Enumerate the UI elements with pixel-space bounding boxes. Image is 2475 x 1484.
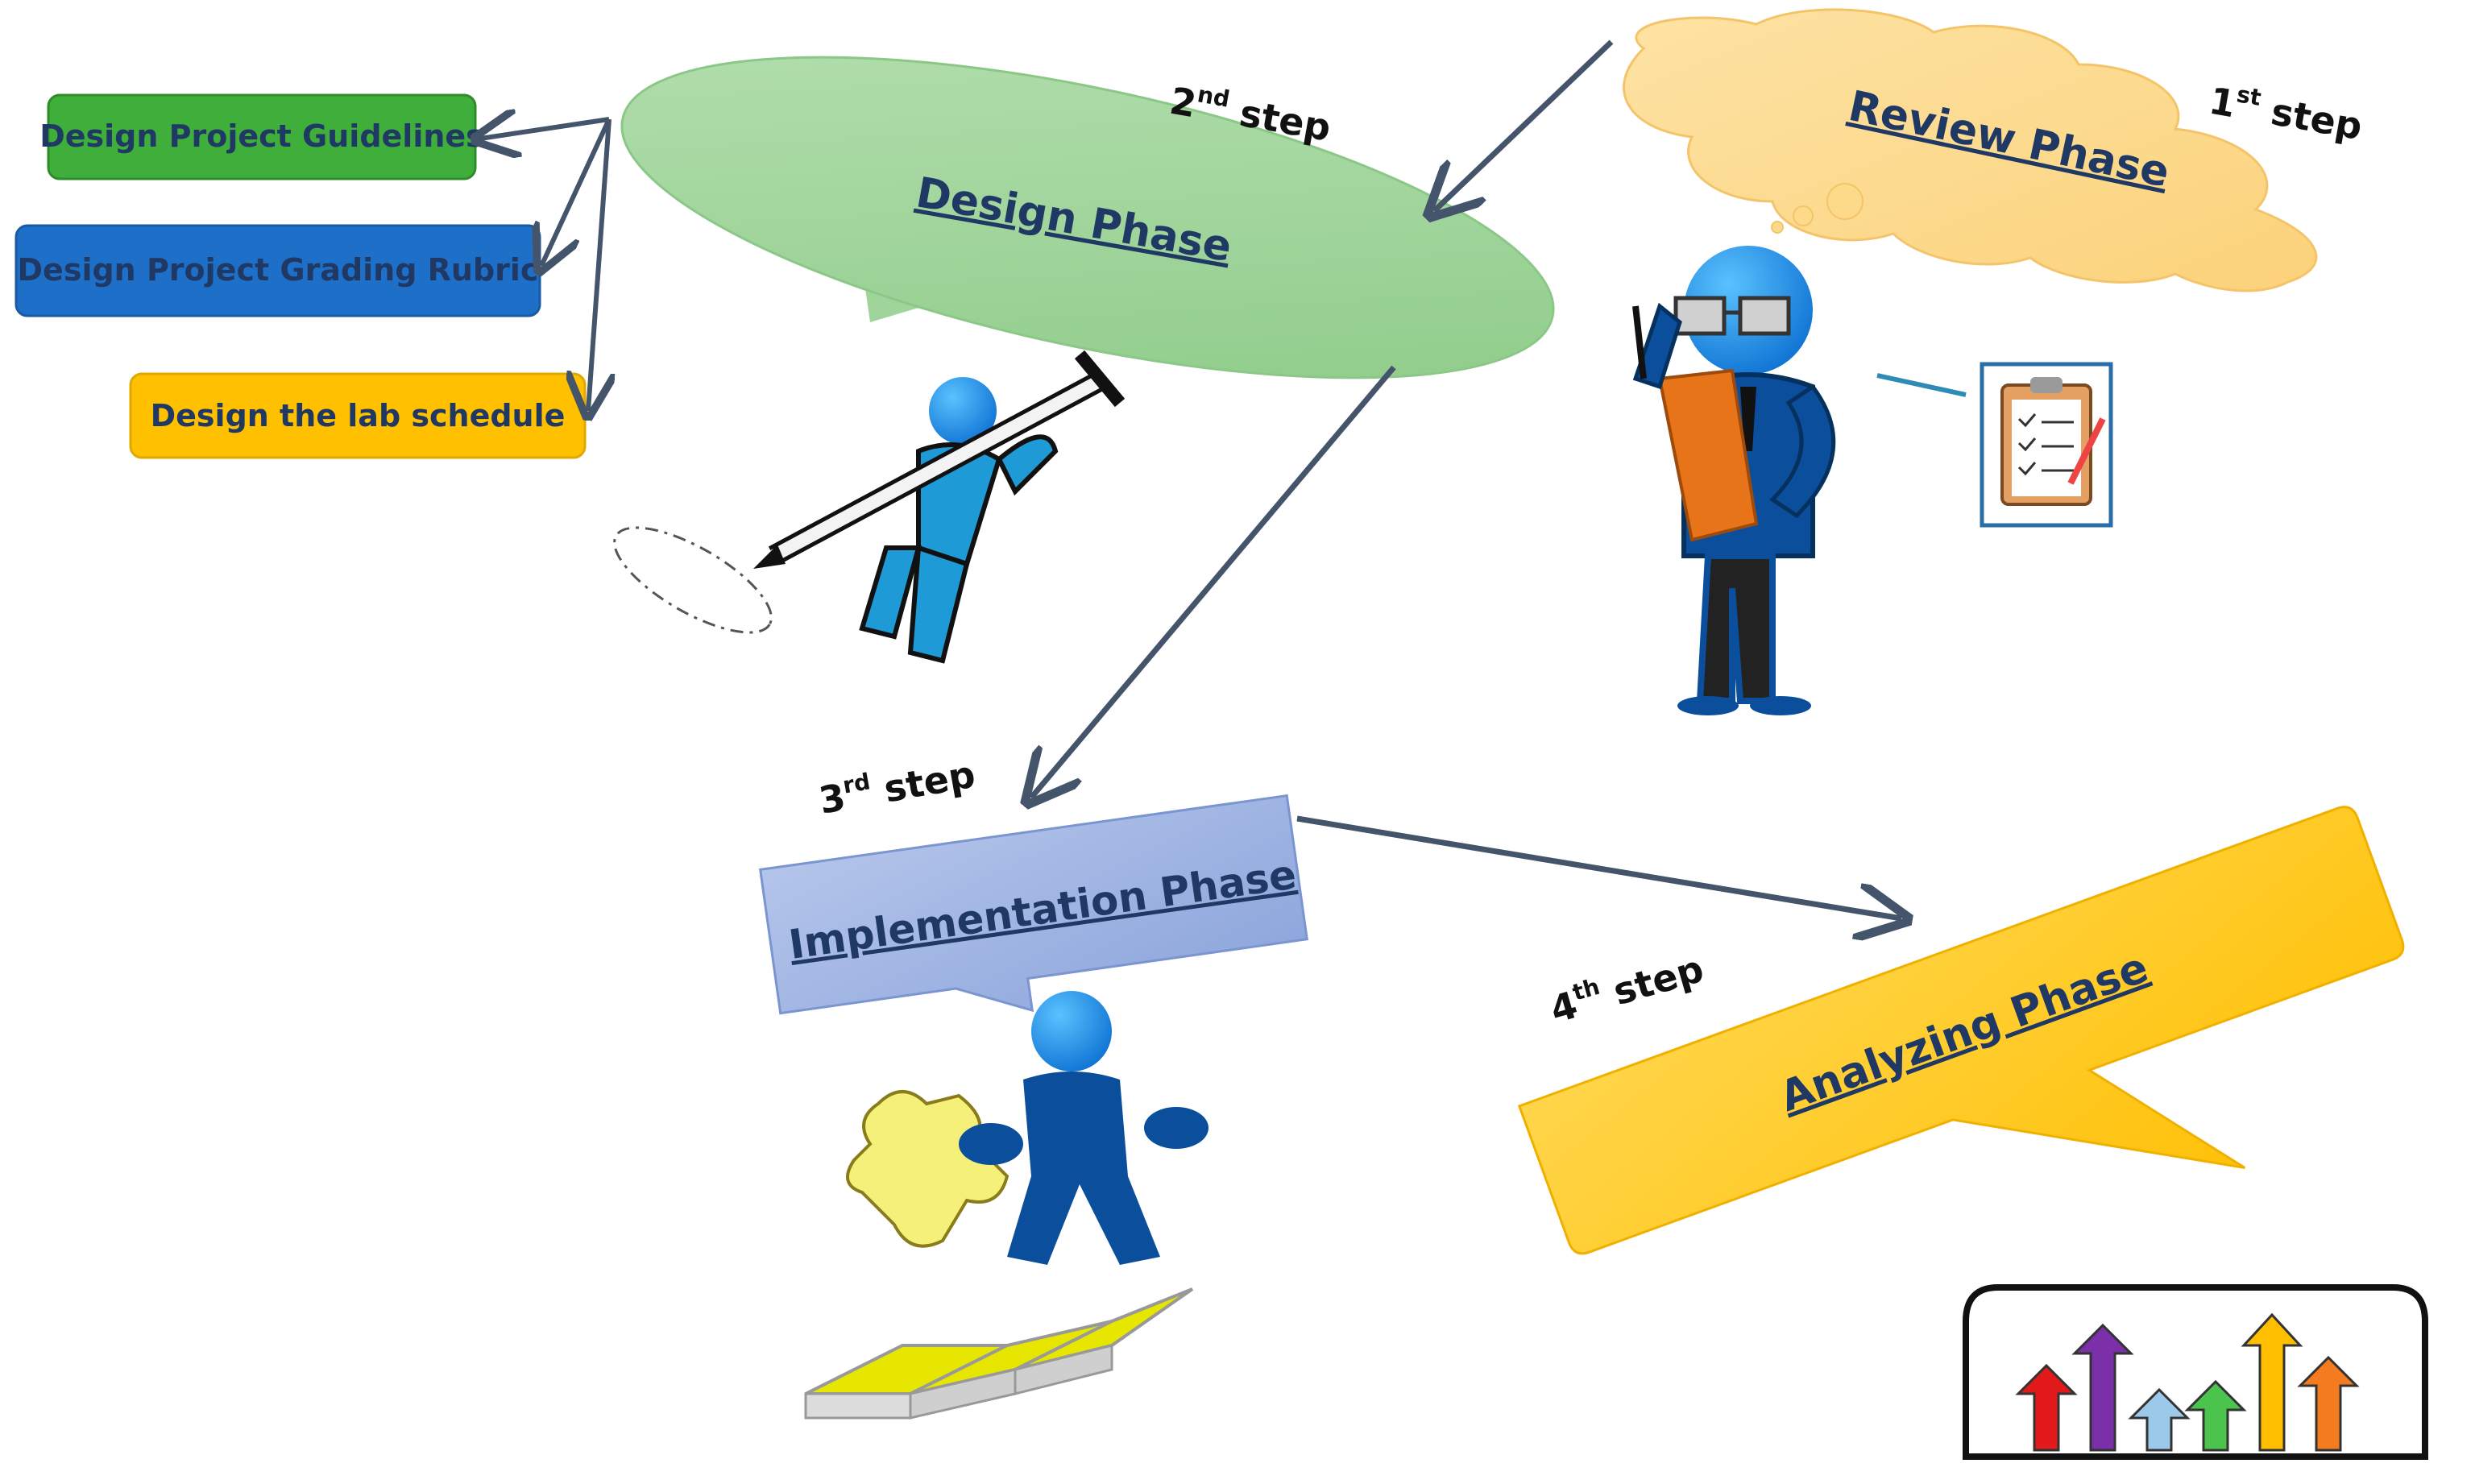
design-output-arrows [480, 119, 609, 411]
design-figure [613, 350, 1126, 664]
arrow-design-to-implementation [1031, 365, 1396, 798]
stepping-blocks [804, 1287, 1194, 1420]
review-step-label: 1st step [2206, 77, 2366, 148]
review-phase-cloud: Review Phase [1623, 8, 2318, 292]
pencil-icon [753, 350, 1126, 569]
implementation-figure [804, 991, 1208, 1420]
arrow-implementation-to-analyzing [1296, 815, 1901, 918]
dashed-ellipse-sketch [613, 526, 773, 634]
puzzle-piece-icon [846, 1090, 1009, 1248]
bar-arrows-icon [1963, 1284, 2428, 1460]
design-output-rubric: Design Project Grading Rubric [15, 224, 541, 317]
analyzing-step-label: 4th step [1544, 944, 1708, 1032]
design-output-guidelines-label: Design Project Guidelines [39, 118, 484, 154]
arrow-review-to-design [1434, 39, 1614, 211]
design-phase-bubble: Design Phase [620, 56, 1555, 379]
design-output-rubric-label: Design Project Grading Rubric [18, 252, 539, 288]
design-output-lab-schedule-label: Design the lab schedule [151, 398, 566, 433]
implementation-step-label: 3rd step [815, 750, 978, 823]
analyzing-phase-bubble: Analyzing Phase [1517, 806, 2405, 1255]
design-output-guidelines: Design Project Guidelines [39, 93, 484, 180]
clipboard-icon [1980, 362, 2113, 528]
implementation-phase-bubble: Implementation Phase [758, 794, 1308, 1015]
design-output-lab-schedule: Design the lab schedule [129, 372, 587, 459]
review-figure [1632, 246, 1836, 715]
